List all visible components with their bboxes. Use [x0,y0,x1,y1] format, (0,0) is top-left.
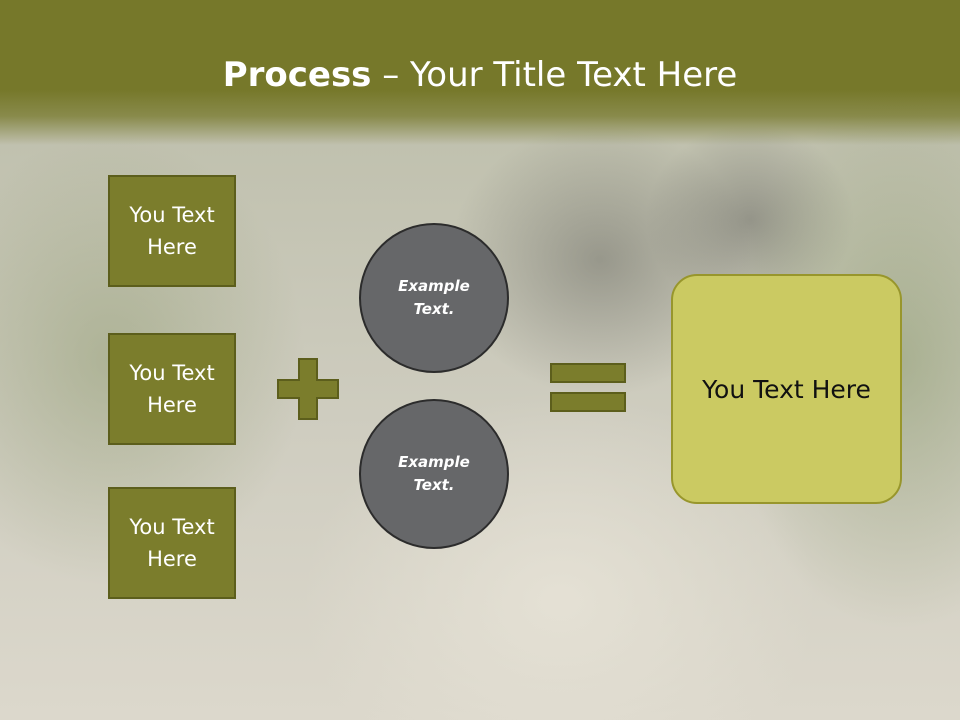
circle-label: Example Text. [398,453,470,494]
equals-bar-bottom [550,392,626,412]
result-box: You Text Here [671,274,902,504]
example-circle-1: Example Text. [359,223,509,373]
equals-bar-top [550,363,626,383]
title-rest: – Your Title Text Here [371,55,738,95]
slide-title: Process – Your Title Text Here [0,50,960,100]
title-bold: Process [222,55,372,95]
plus-icon [277,358,339,420]
text-box-label: You Text Here [129,361,215,417]
title-bar [0,0,960,145]
text-box-2: You Text Here [108,333,236,445]
circle-label: Example Text. [398,277,470,318]
text-box-label: You Text Here [129,203,215,259]
text-box-label: You Text Here [129,515,215,571]
result-label: You Text Here [702,374,871,404]
example-circle-2: Example Text. [359,399,509,549]
text-box-1: You Text Here [108,175,236,287]
text-box-3: You Text Here [108,487,236,599]
